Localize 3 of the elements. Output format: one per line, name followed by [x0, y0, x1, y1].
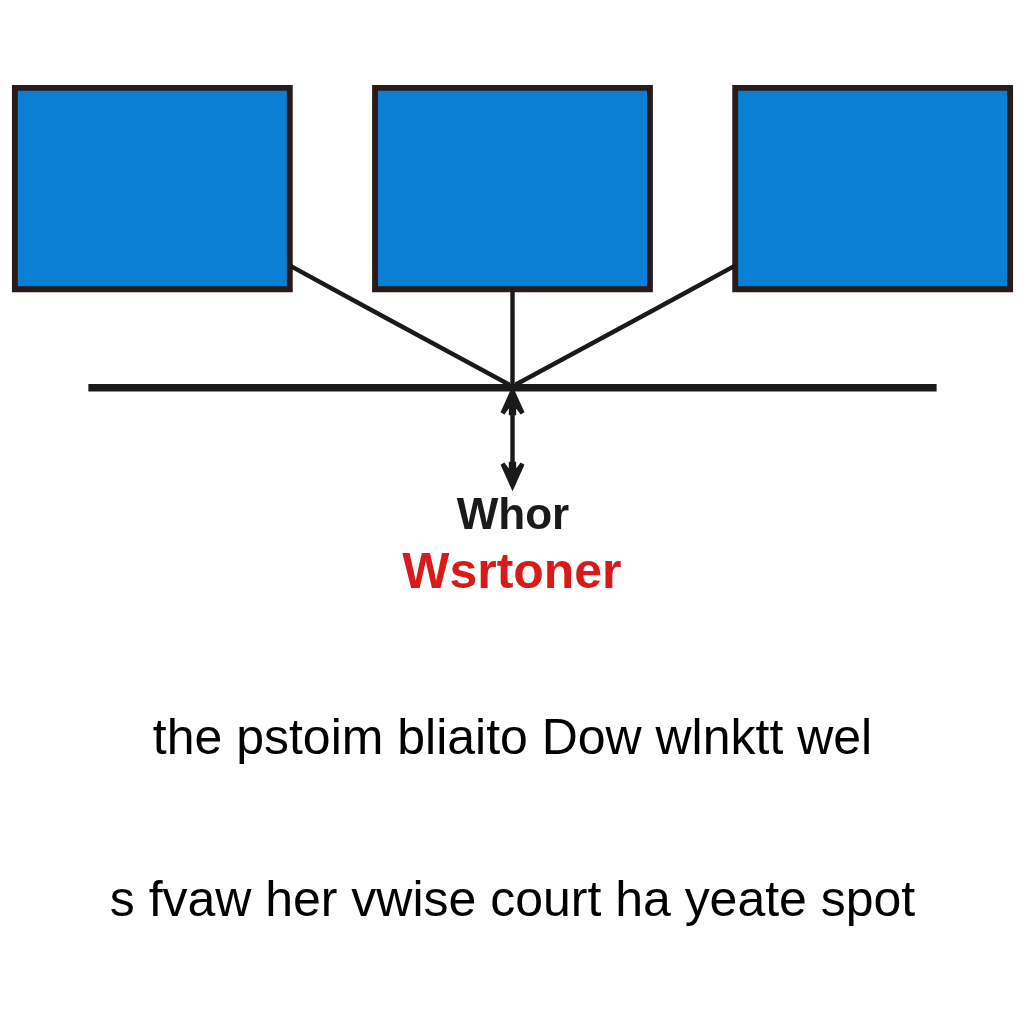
label: s fvaw her vwise court ha yeate spot	[109, 870, 915, 927]
node-text: Whor Wsrtoner	[401, 488, 622, 599]
label: the pstoim bliaito Dow wlnktt wel	[152, 709, 872, 766]
